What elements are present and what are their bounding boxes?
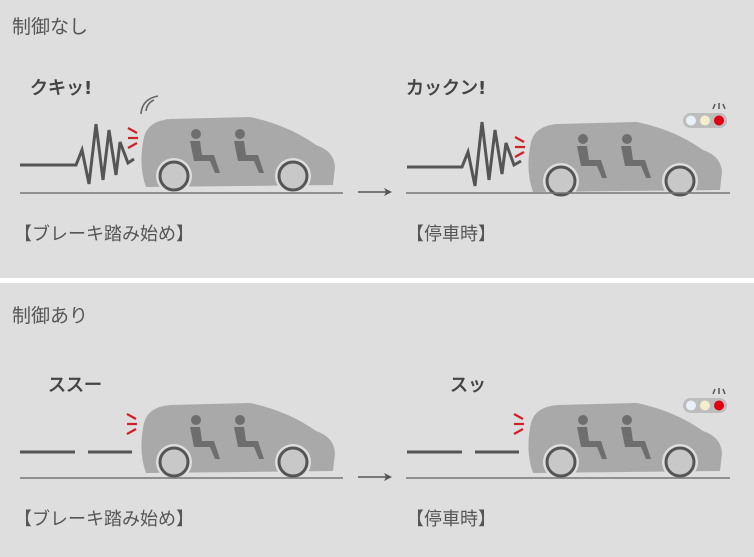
brake-light-icon [126,126,140,150]
caption-start: 【ブレーキ踏み始め】 [14,224,194,245]
car-icon [139,115,337,196]
caption-stop: 【停車時】 [406,509,496,530]
section-title: 制御あり [12,305,89,327]
arrow-icon [358,188,392,196]
brake-light-icon [125,412,139,436]
car-icon [139,401,337,482]
section-with-control: 制御あり ススー 【ブレーキ踏み始め】 スッ 【停車時】 [0,283,754,557]
car-icon [526,401,724,482]
sound-waves-icon [140,95,159,115]
sound-effect-start: ススー [48,375,102,396]
zigzag-jolt-start [20,123,135,185]
sound-effect-start: クキッ! [30,78,93,99]
traffic-signal-icon [682,102,728,129]
illustration-without-control [20,95,730,201]
caption-start: 【ブレーキ踏み始め】 [14,509,194,530]
sound-effect-stop: カックン! [406,78,487,99]
sound-effect-stop: スッ [450,375,486,396]
car-icon [526,120,724,201]
arrow-icon [358,473,392,481]
traffic-signal-icon [682,387,728,414]
caption-stop: 【停車時】 [406,224,496,245]
zigzag-jolt-stop [407,121,522,187]
brake-light-icon [512,412,526,436]
illustration-with-control [20,387,730,482]
section-title: 制御なし [12,16,89,38]
brake-light-icon [513,135,527,159]
section-without-control: 制御なし クキッ! 【ブレーキ踏み始め】 カックン! 【停車時】 [0,0,754,278]
